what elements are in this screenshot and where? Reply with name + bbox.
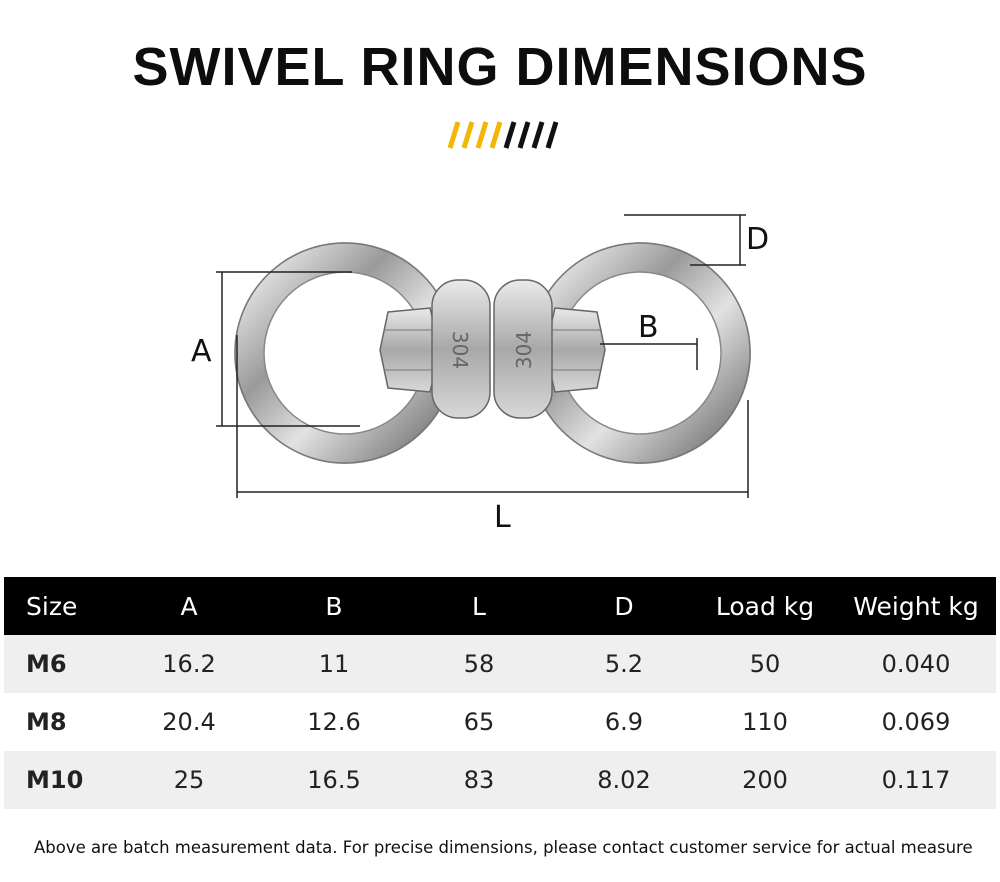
cell-b: 11 [264,635,404,693]
decorative-stripes [447,121,559,149]
left-hex-nut [379,307,441,393]
cell-size: M6 [4,635,114,693]
header-d: D [554,577,694,635]
left-collar [431,279,491,419]
cell-l: 83 [404,751,554,809]
dimension-lines [216,214,749,498]
right-hex-nut [544,307,606,393]
cell-load: 50 [694,635,836,693]
header-size: Size [4,577,114,635]
table-row: M6 16.2 11 58 5.2 50 0.040 [4,635,996,693]
cell-load: 200 [694,751,836,809]
cell-d: 8.02 [554,751,694,809]
swivel-ring-diagram: 304 304 [216,214,751,498]
page-title: SWIVEL RING DIMENSIONS [132,37,868,97]
dimensions-table: Size A B L D Load kg Weight kg M6 16.2 1… [4,577,996,809]
cell-size: M10 [4,751,114,809]
cell-a: 20.4 [114,693,264,751]
cell-weight: 0.117 [836,751,996,809]
header-l: L [404,577,554,635]
cell-a: 16.2 [114,635,264,693]
cell-b: 12.6 [264,693,404,751]
cell-b: 16.5 [264,751,404,809]
cell-l: 65 [404,693,554,751]
cell-d: 5.2 [554,635,694,693]
cell-load: 110 [694,693,836,751]
cell-d: 6.9 [554,693,694,751]
dimension-label-d: D [746,222,770,257]
footnote: Above are batch measurement data. For pr… [34,838,974,857]
header-load: Load kg [694,577,836,635]
right-collar [493,279,553,419]
table-header-row: Size A B L D Load kg Weight kg [4,577,996,635]
cell-weight: 0.040 [836,635,996,693]
right-collar-stamp: 304 [512,331,536,369]
left-collar-stamp: 304 [448,331,472,369]
table-row: M10 25 16.5 83 8.02 200 0.117 [4,751,996,809]
header-b: B [264,577,404,635]
cell-size: M8 [4,693,114,751]
dimension-label-l: L [494,500,511,535]
cell-weight: 0.069 [836,693,996,751]
table-row: M8 20.4 12.6 65 6.9 110 0.069 [4,693,996,751]
header-weight: Weight kg [836,577,996,635]
header-a: A [114,577,264,635]
cell-l: 58 [404,635,554,693]
cell-a: 25 [114,751,264,809]
dimension-label-a: A [191,334,212,369]
dimension-label-b: B [638,310,659,345]
